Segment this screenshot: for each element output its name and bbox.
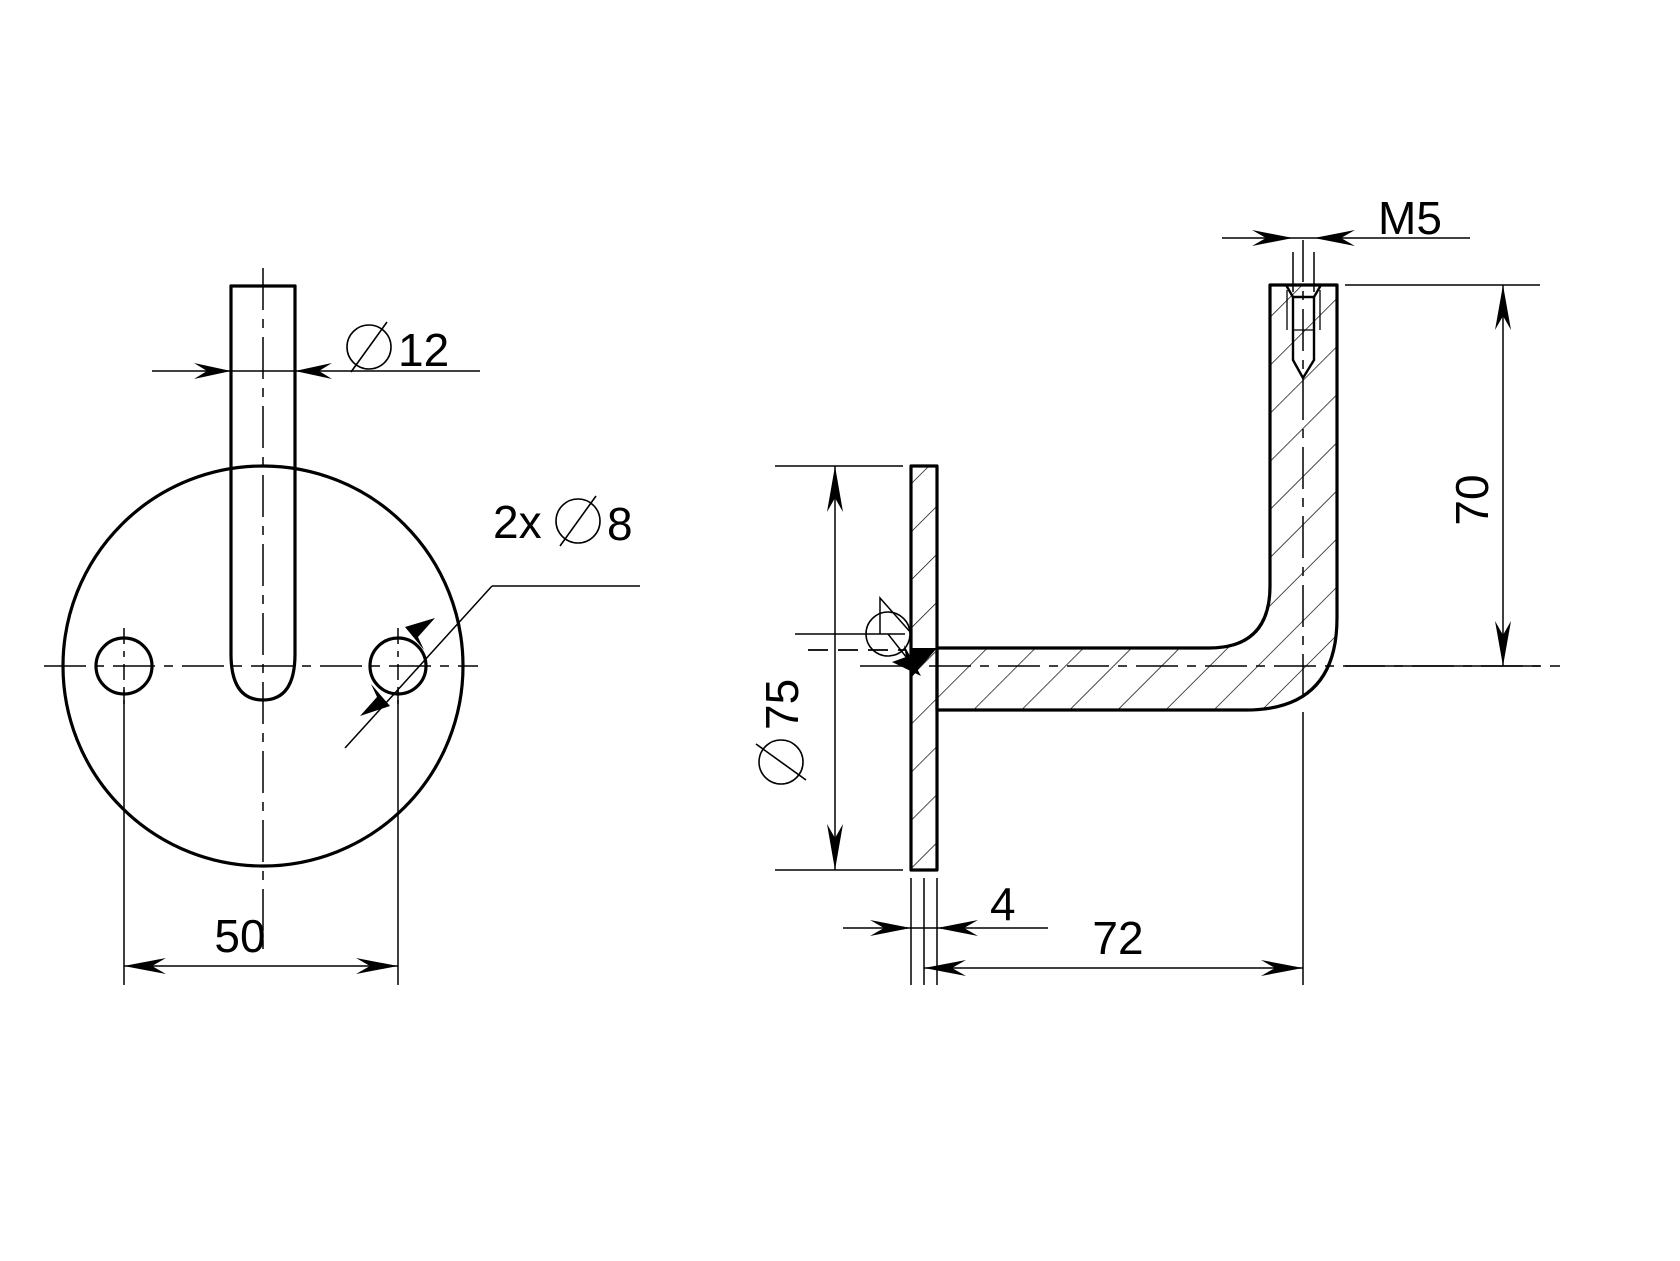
arrowhead-thickness-right [937, 920, 978, 936]
weld-fillet-triangle-icon [879, 596, 913, 635]
dim-label-plate-diameter: 75 [756, 679, 808, 730]
arrowhead-hole-lower [360, 684, 390, 716]
arrowhead-projection-right [1261, 960, 1303, 976]
diameter-symbol-icon-holes [555, 495, 601, 547]
arrowhead-riser-bottom [1495, 621, 1511, 666]
dimension-plate-diameter: 75 [755, 465, 903, 871]
dim-label-holes-count: 2x [493, 496, 542, 548]
side-view-group: 75 M5 70 [755, 192, 1560, 985]
arrowhead-thread-right [1314, 230, 1355, 246]
dim-label-plate-diameter-group: 75 [755, 679, 808, 785]
dimension-thread-m5: M5 [1222, 192, 1470, 292]
dimension-riser-height: 70 [1345, 284, 1540, 667]
arrowhead-stem-right [295, 363, 332, 379]
arrowhead-hole-upper [405, 618, 435, 650]
dimension-projection-length: 72 [923, 712, 1304, 985]
dim-label-hole-spacing: 50 [214, 910, 265, 962]
arrowhead-plate-top [827, 466, 843, 512]
arrowhead-projection-left [924, 960, 966, 976]
arm-hatch [937, 285, 1337, 710]
dim-label-stem-diameter: 12 [398, 324, 449, 376]
weld-symbol-group [795, 596, 937, 678]
arrowhead-thickness-left [870, 920, 911, 936]
arrowhead-spacing-right [356, 958, 398, 974]
dim-label-hole-diameter: 8 [607, 498, 633, 550]
dimension-stem-diameter: 12 [152, 321, 480, 379]
leader-slant-holes [344, 585, 493, 749]
diameter-symbol-icon [346, 321, 392, 373]
dim-label-projection-length: 72 [1092, 912, 1143, 964]
weld-leader-arrowhead [892, 645, 921, 676]
weld-all-around-circle-icon [865, 611, 911, 657]
front-view-group: 12 2x 8 50 [44, 268, 640, 985]
diameter-symbol-icon-plate [755, 739, 807, 785]
dim-label-plate-thickness: 4 [990, 878, 1016, 930]
arrowhead-plate-bottom [827, 824, 843, 870]
side-tapped-hole-m5 [1284, 240, 1323, 700]
arrowhead-thread-left [1252, 230, 1293, 246]
arrowhead-spacing-left [124, 958, 166, 974]
arrowhead-stem-left [194, 363, 231, 379]
arrowhead-riser-top [1495, 285, 1511, 330]
dimension-mounting-holes: 2x 8 [344, 495, 640, 749]
dim-label-riser-height: 70 [1446, 474, 1498, 525]
dimension-plate-thickness: 4 [843, 878, 1048, 985]
side-arm-body [935, 283, 1339, 712]
dim-label-thread: M5 [1378, 192, 1442, 244]
dimension-hole-spacing: 50 [123, 690, 399, 985]
arm-outline [935, 283, 1339, 712]
